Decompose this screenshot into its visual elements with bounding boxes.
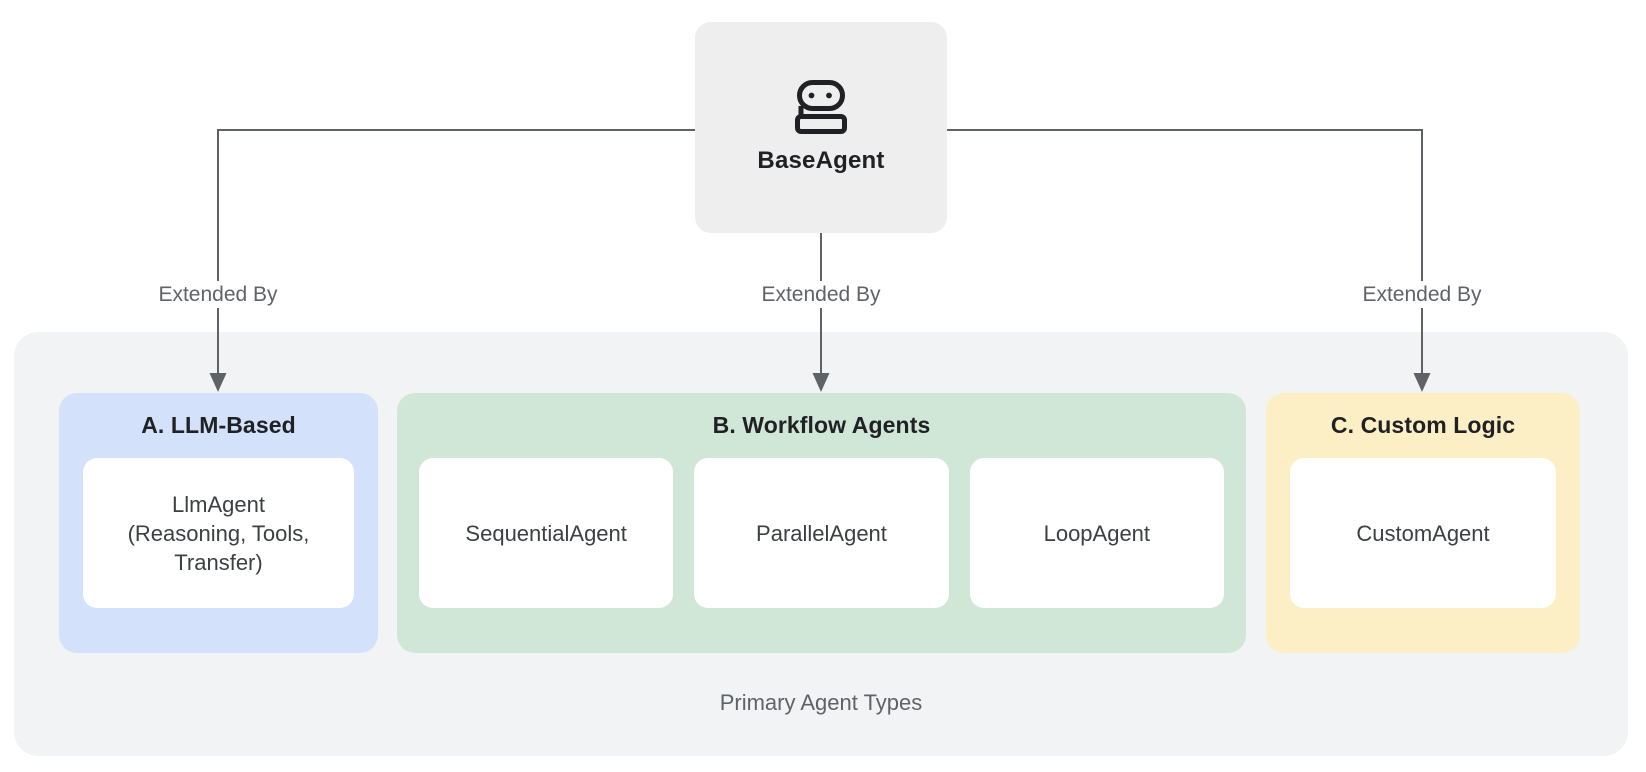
group-workflow-agents-cards: SequentialAgent ParallelAgent LoopAgent: [397, 458, 1246, 608]
group-llm-based-title: A. LLM-Based: [141, 412, 296, 438]
base-agent-node: BaseAgent: [695, 22, 947, 233]
group-custom-logic-title: C. Custom Logic: [1330, 412, 1516, 438]
base-agent-label: BaseAgent: [757, 147, 885, 174]
edge-label-right: Extended By: [1354, 281, 1490, 308]
card-label-line: (Reasoning, Tools,: [127, 520, 310, 546]
sequential-agent-card: SequentialAgent: [419, 458, 674, 608]
card-label-line: CustomAgent: [1356, 520, 1490, 546]
card-label-line: LlmAgent: [172, 491, 265, 517]
group-llm-based-cards: LlmAgent (Reasoning, Tools, Transfer): [59, 458, 378, 608]
card-label-line: SequentialAgent: [465, 520, 627, 546]
group-llm-based: A. LLM-Based LlmAgent (Reasoning, Tools,…: [59, 393, 378, 653]
edge-right: [947, 129, 1423, 376]
llm-agent-card: LlmAgent (Reasoning, Tools, Transfer): [83, 458, 354, 608]
robot-icon: [795, 80, 847, 134]
card-label-line: LoopAgent: [1043, 520, 1151, 546]
parallel-agent-card: ParallelAgent: [694, 458, 949, 608]
edge-label-left: Extended By: [150, 281, 286, 308]
group-workflow-agents: B. Workflow Agents SequentialAgent Paral…: [397, 393, 1246, 653]
container-caption: Primary Agent Types: [719, 690, 923, 715]
loop-agent-card: LoopAgent: [969, 458, 1224, 608]
custom-agent-card: CustomAgent: [1290, 458, 1556, 608]
card-label-line: ParallelAgent: [756, 520, 887, 546]
card-label-line: Transfer): [174, 549, 263, 575]
edge-label-middle: Extended By: [753, 281, 889, 308]
group-custom-logic: C. Custom Logic CustomAgent: [1266, 393, 1580, 653]
edge-left: [217, 129, 695, 376]
group-custom-logic-cards: CustomAgent: [1266, 458, 1580, 608]
arrowheads: [209, 373, 1431, 392]
group-workflow-agents-title: B. Workflow Agents: [712, 412, 931, 438]
